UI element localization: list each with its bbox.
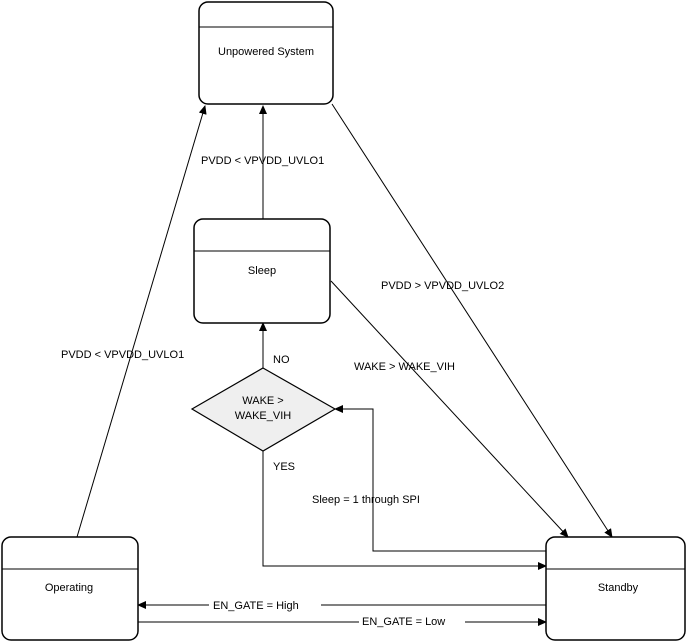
- decision-line1: WAKE >: [242, 395, 283, 407]
- label-operating-to-unpowered: PVDD < VPVDD_UVLO1: [61, 349, 184, 361]
- state-operating-label: Operating: [45, 582, 93, 594]
- edge-operating-to-unpowered: [76, 105, 207, 538]
- decision-line2: WAKE_VIH: [235, 410, 291, 422]
- state-unpowered-system: Unpowered System: [198, 1, 334, 105]
- label-standby-to-operating: EN_GATE = High: [213, 600, 299, 612]
- edge-sleep-to-standby: [330, 280, 569, 538]
- label-sleep-to-unpowered: PVDD < VPVDD_UVLO1: [201, 155, 324, 167]
- edge-standby-to-decision: [334, 405, 546, 552]
- label-sleep-to-standby: WAKE > WAKE_VIH: [354, 361, 455, 373]
- decision-wake-check: WAKE > WAKE_VIH: [190, 367, 337, 452]
- edge-decision-to-standby: [262, 451, 547, 570]
- state-operating: Operating: [1, 536, 139, 641]
- edge-unpowered-to-standby: [331, 103, 613, 538]
- label-standby-to-decision: Sleep = 1 through SPI: [312, 494, 420, 506]
- state-sleep: Sleep: [193, 218, 331, 324]
- label-no: NO: [273, 354, 290, 366]
- label-yes: YES: [273, 461, 295, 473]
- state-standby: Standby: [545, 536, 686, 641]
- state-sleep-label: Sleep: [248, 265, 276, 277]
- label-operating-to-standby: EN_GATE = Low: [362, 616, 445, 628]
- state-unpowered-label: Unpowered System: [218, 46, 314, 58]
- state-standby-label: Standby: [598, 582, 639, 594]
- label-unpowered-to-standby: PVDD > VPVDD_UVLO2: [381, 280, 504, 292]
